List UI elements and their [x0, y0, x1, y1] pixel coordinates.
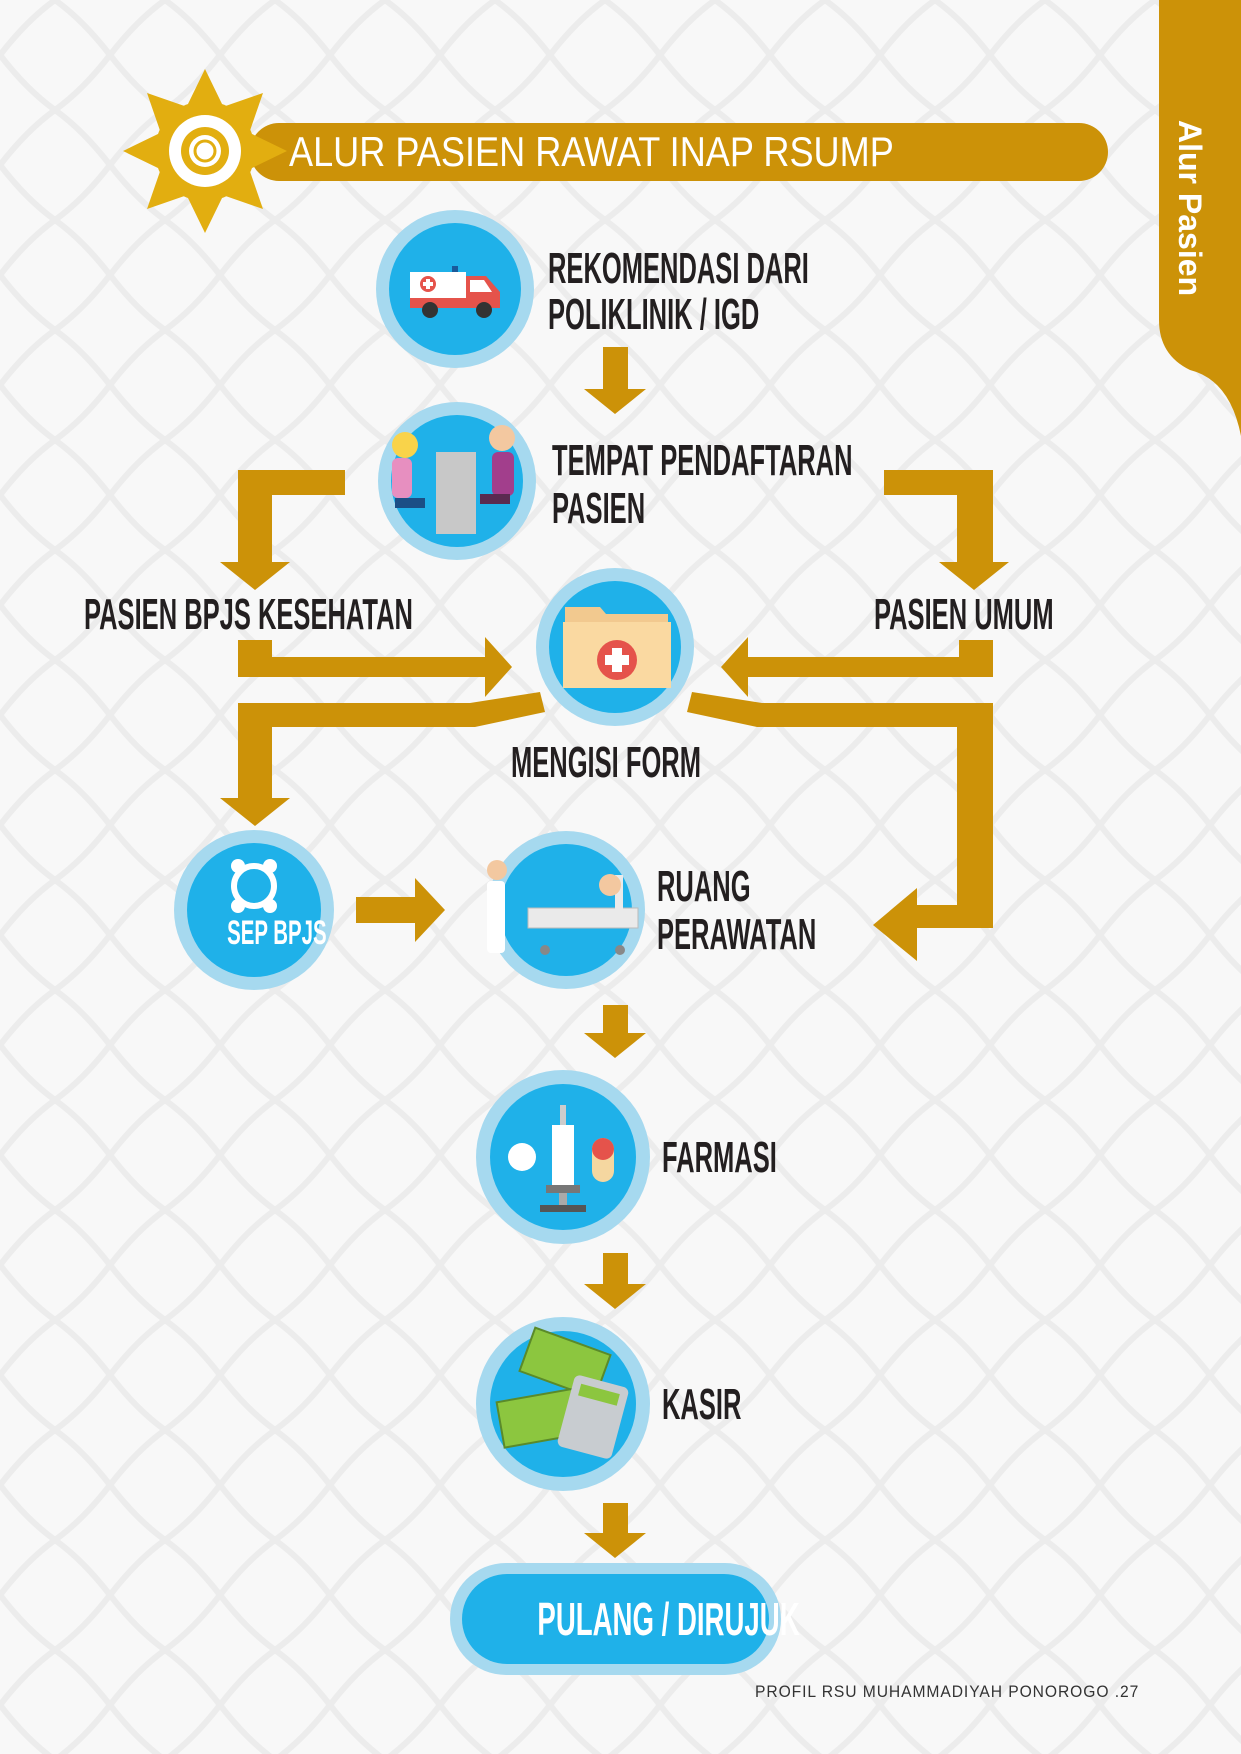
- node-rekomendasi: [376, 210, 534, 368]
- umum-label: PASIEN UMUM: [874, 590, 1054, 639]
- footer-text: PROFIL RSU MUHAMMADIYAH PONOROGO .27: [755, 1682, 1140, 1701]
- node-kasir: [476, 1317, 650, 1491]
- medicine-icon: [508, 1105, 614, 1212]
- ruang-line1: RUANG: [657, 862, 751, 911]
- ambulance-icon: [410, 266, 500, 318]
- kasir-label: KASIR: [662, 1380, 742, 1429]
- title-bar: [250, 123, 1108, 181]
- side-tab-label: Alur Pasien: [1172, 120, 1208, 297]
- pulang-label: PULANG / DIRUJUK: [537, 1593, 800, 1645]
- flow-arrows: [220, 347, 1009, 1558]
- logo-icon: [123, 69, 287, 233]
- rekomendasi-line1: REKOMENDASI DARI: [548, 244, 809, 293]
- arrow-sep-to-ruang: [356, 878, 445, 942]
- arrow-1: [584, 347, 646, 414]
- ruang-line2: PERAWATAN: [657, 910, 817, 959]
- node-pendaftaran: [378, 402, 536, 560]
- rekomendasi-line2: POLIKLINIK / IGD: [548, 290, 760, 339]
- arrow-left-branch: [220, 470, 345, 590]
- hospital-bed-icon: [487, 860, 639, 955]
- node-sep-bpjs: [174, 830, 334, 990]
- arrow-form-to-ruang: [687, 692, 993, 961]
- node-farmasi: [476, 1070, 650, 1244]
- arrow-farmasi-to-kasir: [584, 1253, 646, 1309]
- node-form: [536, 568, 694, 726]
- arrow-form-to-sep: [220, 692, 545, 826]
- form-label: MENGISI FORM: [511, 738, 701, 787]
- side-tab: [1159, 0, 1241, 436]
- arrow-ruang-to-farmasi: [584, 1005, 646, 1058]
- pendaftaran-line2: PASIEN: [552, 484, 646, 533]
- page-title: ALUR PASIEN RAWAT INAP RSUMP: [289, 128, 894, 175]
- farmasi-label: FARMASI: [662, 1133, 777, 1182]
- arrow-kasir-to-pulang: [584, 1503, 646, 1558]
- node-pulang: [450, 1563, 781, 1675]
- arrow-right-branch: [884, 470, 1009, 590]
- arrow-umum-to-form: [721, 637, 993, 697]
- node-ruang: [487, 831, 645, 989]
- registration-desk-icon: [392, 425, 515, 534]
- medical-folder-icon: [563, 607, 671, 688]
- cash-calculator-icon: [495, 1326, 629, 1459]
- bpjs-label: PASIEN BPJS KESEHATAN: [84, 590, 413, 639]
- arrow-bpjs-to-form: [238, 637, 512, 697]
- bpjs-logo-icon: [231, 863, 277, 909]
- pendaftaran-line1: TEMPAT PENDAFTARAN: [552, 436, 853, 485]
- sep-label: SEP BPJS: [227, 914, 327, 952]
